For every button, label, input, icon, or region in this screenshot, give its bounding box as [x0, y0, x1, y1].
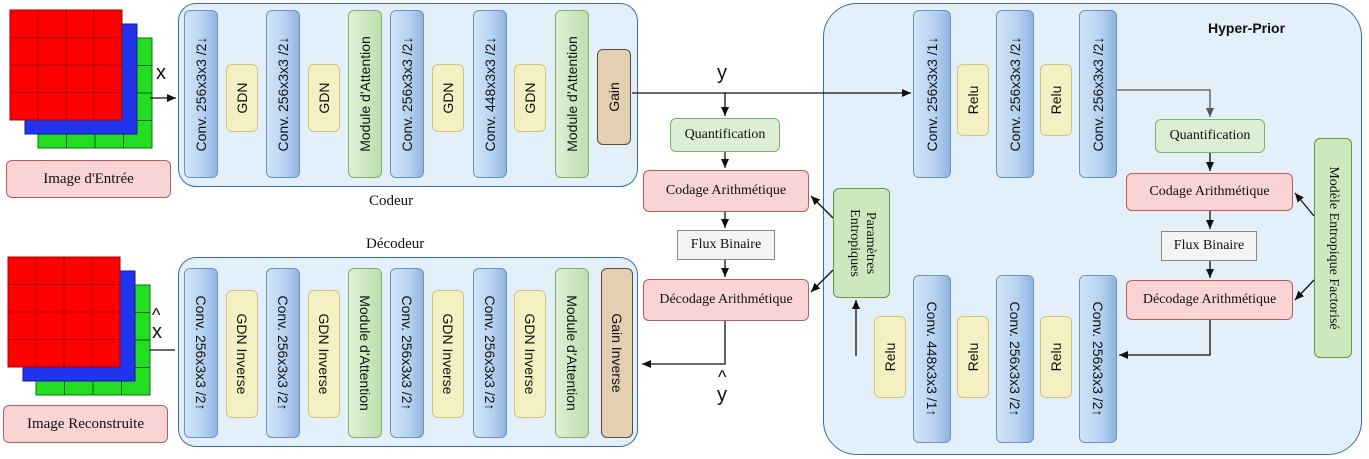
enc-gdn-2: GDN	[308, 64, 340, 132]
dec-conv-2: Conv. 256x3x3 /2↑	[266, 268, 300, 438]
dec-attention-1: Module d'Attention	[348, 268, 382, 438]
hp-decodage-arithmetique: Décodage Arithmétique	[1126, 280, 1293, 320]
hp-dec-conv-3: Conv. 256x3x3 /2↑	[1079, 275, 1117, 443]
input-image-label: Image d'Entrée	[6, 160, 171, 198]
hp-dec-conv-2: Conv. 256x3x3 /2↑	[996, 275, 1034, 443]
entropy-parameters: Paramètres Entropiques	[833, 188, 890, 298]
enc-gdn-1: GDN	[226, 64, 258, 132]
hp-enc-relu-2: Relu	[1040, 64, 1072, 136]
hp-enc-conv-3: Conv. 256x3x3 /2↓	[1079, 10, 1117, 178]
symbol-y-hat: y	[717, 384, 727, 406]
arrow-model-to-hp-decodage	[1294, 279, 1315, 301]
arrow-entropy-to-codage	[810, 195, 834, 219]
arrow-hp-conv-to-quant	[1117, 89, 1214, 117]
symbol-x-hat: x	[152, 321, 162, 343]
symbol-y-hat-caret: ^	[718, 367, 727, 387]
dec-conv-1: Conv. 256x3x3 /2↑	[184, 268, 218, 438]
input-image-label-text: Image d'Entrée	[43, 170, 134, 187]
hp-dec-relu-3: Relu	[1040, 316, 1072, 398]
decodage-arithmetique: Décodage Arithmétique	[643, 279, 809, 321]
hp-enc-conv-2: Conv. 256x3x3 /2↓	[996, 10, 1034, 178]
quantification: Quantification	[670, 118, 780, 152]
input-red-layer	[9, 9, 123, 121]
enc-attention-2: Module d'Attention	[555, 10, 589, 178]
enc-conv-1: Conv. 256x3x3 /2↓	[184, 10, 218, 178]
arrow-decodage-to-decoder	[642, 321, 726, 368]
arrow-hp-decodage-to-conv	[1119, 320, 1211, 359]
dec-gdn-4: GDN Inverse	[514, 290, 546, 418]
dec-gdn-3: GDN Inverse	[432, 290, 464, 418]
hp-entropy-model: Modèle Entropique Factorisé	[1314, 138, 1352, 358]
symbol-x-hat-caret: ^	[152, 305, 161, 325]
hp-enc-conv-1: Conv. 256x3x3 /1↓	[913, 10, 951, 178]
dec-gdn-1: GDN Inverse	[226, 290, 258, 418]
encoder-title: Codeur	[369, 193, 414, 209]
output-image-label-text: Image Reconstruite	[26, 415, 145, 432]
codage-arithmetique: Codage Arithmétique	[643, 170, 809, 212]
decoder-title: Décodeur	[366, 236, 425, 252]
enc-gain: Gain	[597, 49, 631, 145]
hp-quantification: Quantification	[1155, 119, 1265, 153]
dec-conv-4: Conv. 256x3x3 /2↑	[473, 268, 507, 438]
hp-codage-arithmetique: Codage Arithmétique	[1126, 173, 1293, 211]
enc-conv-3: Conv. 256x3x3 /2↓	[390, 10, 424, 178]
dec-conv-3: Conv. 256x3x3 /2↑	[390, 268, 424, 438]
hp-dec-relu-1: Relu	[874, 316, 906, 398]
dec-gdn-2: GDN Inverse	[308, 290, 340, 418]
hp-dec-conv-1: Conv. 448x3x3 /1↑	[913, 275, 951, 443]
output-red-layer	[7, 256, 121, 368]
output-image-label: Image Reconstruite	[3, 405, 168, 443]
hp-enc-relu-1: Relu	[957, 64, 989, 136]
symbol-y: y	[717, 62, 727, 84]
arrow-model-to-hp-codage	[1294, 192, 1315, 217]
hyperprior-title: Hyper-Prior	[1208, 20, 1286, 36]
flux-binaire: Flux Binaire	[677, 230, 775, 260]
enc-conv-2: Conv. 256x3x3 /2↓	[266, 10, 300, 178]
hp-flux-binaire: Flux Binaire	[1161, 231, 1257, 261]
dec-attention-2: Module d'Attention	[555, 268, 589, 438]
enc-attention-1: Module d'Attention	[348, 10, 382, 178]
hp-dec-relu-2: Relu	[957, 316, 989, 398]
symbol-x: x	[156, 62, 166, 84]
dec-gain-inverse: Gain Inverse	[601, 268, 633, 438]
enc-conv-4: Conv. 448x3x3 /2↓	[473, 10, 507, 178]
arrow-entropy-to-decodage	[810, 269, 834, 293]
enc-gdn-3: GDN	[432, 64, 464, 132]
enc-gdn-4: GDN	[514, 64, 546, 132]
